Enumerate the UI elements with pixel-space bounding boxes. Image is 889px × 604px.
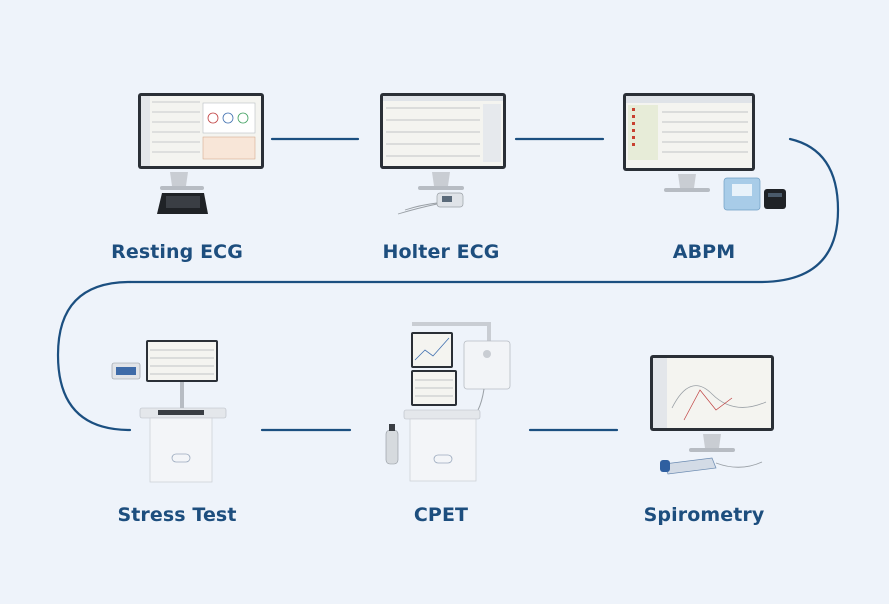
measurement-panel <box>202 102 256 134</box>
label-stress-test: Stress Test <box>117 504 237 526</box>
label-spirometry: Spirometry <box>643 504 765 526</box>
label-resting-ecg: Resting ECG <box>111 241 243 263</box>
connector-lines <box>56 137 840 432</box>
connector-stress-curve <box>56 280 132 432</box>
cart-top <box>403 409 481 420</box>
ceiling-arm <box>412 322 490 326</box>
resting-ecg-device <box>138 93 264 214</box>
label-cpet: CPET <box>413 504 469 526</box>
bp-cuff-unit <box>764 189 786 209</box>
metabolic-analyzer <box>463 340 511 390</box>
spirometer-handle <box>663 457 717 475</box>
holter-ecg-device <box>380 93 506 215</box>
monitor-screen <box>653 358 771 428</box>
connector-abpm-curve <box>128 137 840 284</box>
cart-body <box>409 418 477 482</box>
monitor-screen <box>148 342 216 380</box>
sidebar-panel <box>141 96 150 166</box>
spirometry-device <box>650 355 774 475</box>
stress-test-device <box>111 340 227 483</box>
cpet-device <box>385 322 511 482</box>
abpm-device <box>623 93 786 211</box>
cart-body <box>149 417 213 483</box>
label-abpm: ABPM <box>672 241 736 263</box>
gas-cylinder <box>385 429 399 465</box>
label-holter-ecg: Holter ECG <box>382 241 500 263</box>
